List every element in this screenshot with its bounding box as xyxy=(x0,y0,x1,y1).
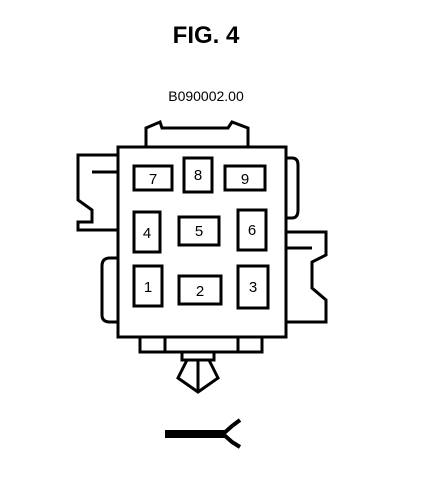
connector-housing xyxy=(116,145,288,339)
svg-text:5: 5 xyxy=(195,223,203,240)
svg-text:4: 4 xyxy=(143,225,151,242)
cavity-9: 9 xyxy=(223,164,267,192)
svg-text:3: 3 xyxy=(249,279,257,296)
right-upper-tab xyxy=(286,156,300,220)
cavity-4: 4 xyxy=(132,210,162,254)
figure-code: B090002.00 xyxy=(168,88,244,104)
svg-text:9: 9 xyxy=(241,171,249,188)
cavity-7: 7 xyxy=(132,164,174,192)
svg-text:6: 6 xyxy=(248,222,256,239)
svg-text:8: 8 xyxy=(194,167,202,184)
cavity-2: 2 xyxy=(177,274,223,306)
cavity-1: 1 xyxy=(132,264,164,308)
svg-text:7: 7 xyxy=(149,171,157,188)
cavity-3: 3 xyxy=(236,264,270,310)
svg-text:1: 1 xyxy=(144,279,152,296)
svg-text:2: 2 xyxy=(196,283,204,300)
cavity-5: 5 xyxy=(177,215,221,247)
view-arrow-icon xyxy=(165,418,242,449)
left-lower-tab xyxy=(100,256,118,324)
wire-stub xyxy=(180,350,216,362)
bottom-rail xyxy=(138,337,264,354)
cavity-8: 8 xyxy=(182,156,214,194)
left-upper-tab xyxy=(76,153,118,232)
cavity-6: 6 xyxy=(236,208,268,252)
figure-title: FIG. 4 xyxy=(172,22,240,49)
right-lower-tab xyxy=(286,230,328,324)
top-latch xyxy=(144,119,250,147)
